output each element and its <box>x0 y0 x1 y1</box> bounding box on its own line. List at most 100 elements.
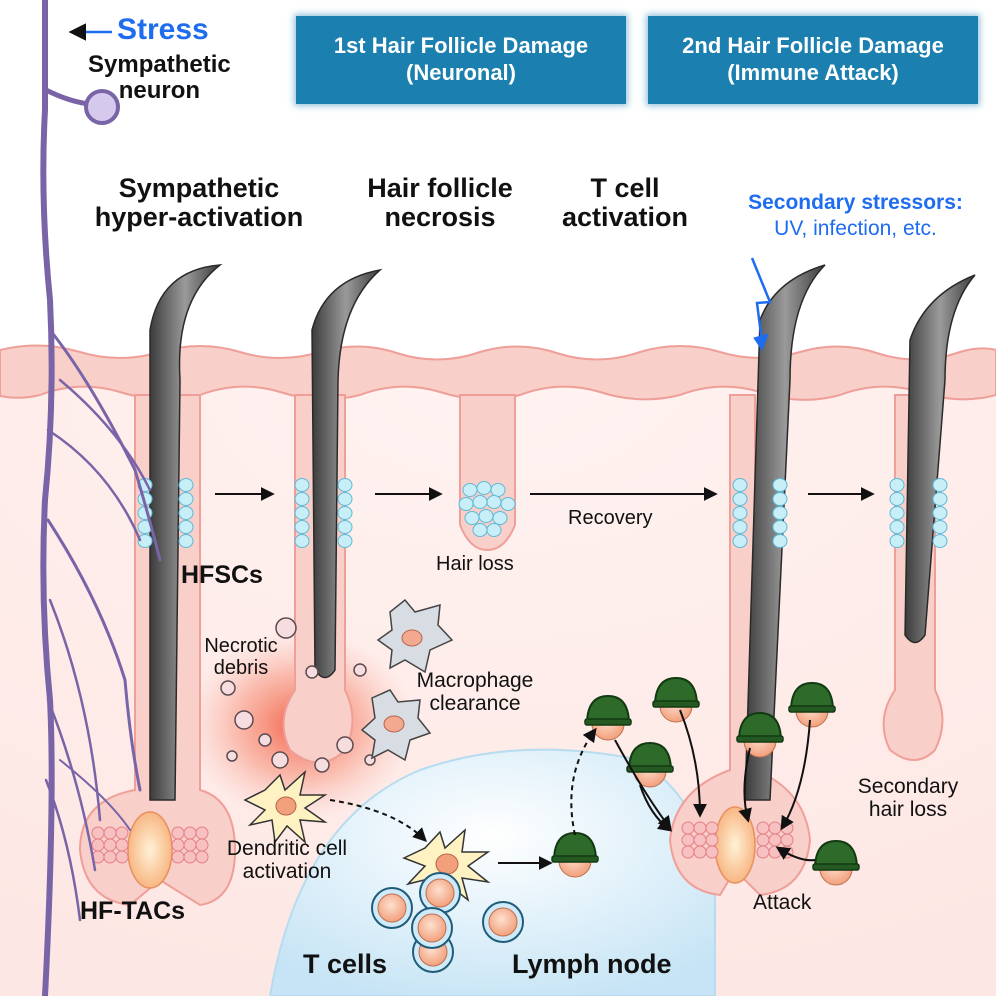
stage-necrosis-label: Hair follicle necrosis <box>340 173 540 233</box>
macrophage-1 <box>376 598 454 674</box>
t-cell <box>371 887 413 929</box>
tac-cell <box>681 833 695 847</box>
stem-cell <box>889 534 905 548</box>
tac-cell <box>103 838 117 852</box>
stem-cell <box>476 481 492 495</box>
stem-cell <box>337 506 353 520</box>
tac-cell <box>183 850 197 864</box>
stem-cell <box>772 534 788 548</box>
dendritic-label: Dendritic cell activation <box>212 837 362 883</box>
tac-cell <box>115 838 129 852</box>
hair-follicle-1 <box>78 264 237 907</box>
debris-particle <box>271 751 289 769</box>
t-cell <box>419 872 461 914</box>
dermal-papilla-4 <box>714 806 756 884</box>
debris-particle <box>275 617 297 639</box>
macrophage-label: Macrophage clearance <box>400 669 550 715</box>
debris-particle <box>336 736 354 754</box>
necrotic-debris-line1: Necrotic <box>204 635 278 657</box>
stem-cell <box>932 478 948 492</box>
stem-cell <box>732 534 748 548</box>
stem-cell <box>889 478 905 492</box>
neuron-cell-body <box>84 89 120 125</box>
stem-cell <box>772 478 788 492</box>
stem-cell <box>178 520 194 534</box>
lymph-node-label: Lymph node <box>512 949 672 979</box>
tac-cell <box>768 833 782 847</box>
stage-necrosis-line2: necrosis <box>384 202 496 233</box>
tac-cell <box>103 826 117 840</box>
stem-cell <box>137 534 153 548</box>
stem-cell <box>772 520 788 534</box>
tac-cell <box>756 833 770 847</box>
stem-cell <box>294 506 310 520</box>
helmet-t-cell <box>812 839 860 886</box>
recovery-label: Recovery <box>568 507 653 529</box>
stage-tcell-label: T cell activation <box>545 173 705 232</box>
banner-first-subtitle: (Neuronal) <box>406 60 516 85</box>
hf-tacs-label: HF-TACs <box>80 897 186 925</box>
debris-particle <box>220 680 236 696</box>
tac-cell <box>693 821 707 835</box>
stem-cell <box>462 483 478 497</box>
stem-cell <box>732 506 748 520</box>
stem-cell <box>889 492 905 506</box>
tac-cell <box>183 838 197 852</box>
stem-cell <box>932 506 948 520</box>
debris-particle <box>353 663 367 677</box>
dendritic-cell-2 <box>402 828 491 903</box>
t-cells-label: T cells <box>303 949 388 979</box>
stem-cell <box>458 497 474 511</box>
stem-cell <box>337 492 353 506</box>
banner-second-subtitle: (Immune Attack) <box>727 60 899 85</box>
tac-cell <box>768 821 782 835</box>
stem-cell <box>500 497 516 511</box>
sympathetic-neuron-line1: Sympathetic <box>88 51 231 78</box>
debris-particle <box>314 757 330 773</box>
stem-cell <box>294 478 310 492</box>
tac-cell <box>195 826 209 840</box>
tac-cell <box>171 838 185 852</box>
helmet-t-cell <box>652 676 700 723</box>
stem-cell <box>732 478 748 492</box>
stem-cell <box>294 534 310 548</box>
tac-cell <box>693 833 707 847</box>
stem-cell <box>932 492 948 506</box>
stage-necrosis-line1: Hair follicle <box>367 173 513 203</box>
stem-cell <box>294 520 310 534</box>
banner-second-damage: 2nd Hair Follicle Damage (Immune Attack) <box>648 16 978 104</box>
stem-cell <box>772 506 788 520</box>
stem-cell <box>486 523 502 537</box>
tac-cell <box>171 826 185 840</box>
tac-cell <box>103 850 117 864</box>
secondary-hair-loss-line1: Secondary <box>857 775 959 798</box>
hair-loss-label: Hair loss <box>436 553 514 575</box>
stem-cell <box>932 534 948 548</box>
banner-first-damage: 1st Hair Follicle Damage (Neuronal) <box>296 16 626 104</box>
tac-cell <box>705 845 719 859</box>
tac-cell <box>705 821 719 835</box>
helmet-t-cell <box>788 681 836 728</box>
tac-cell <box>115 850 129 864</box>
macrophage-2 <box>360 689 432 762</box>
process-arrows <box>215 487 875 870</box>
stem-cell <box>472 495 488 509</box>
debris-particle <box>226 750 238 762</box>
secondary-stressors-text: UV, infection, etc. <box>774 217 937 240</box>
stem-cell <box>486 495 502 509</box>
necrotic-debris-label: Necrotic debris <box>196 635 286 679</box>
tac-cell <box>756 821 770 835</box>
sympathetic-neuron <box>40 0 162 996</box>
stem-cell <box>478 509 494 523</box>
sympathetic-neuron-line2: neuron <box>118 76 201 104</box>
tac-cell <box>183 826 197 840</box>
lightning-bolt-icon <box>750 257 772 343</box>
stem-cell <box>772 492 788 506</box>
tac-cell <box>171 850 185 864</box>
stem-cell <box>732 520 748 534</box>
t-cells <box>371 872 524 973</box>
helmet-t-cell <box>736 711 784 758</box>
dendritic-line1: Dendritic cell <box>226 837 348 860</box>
tac-cell <box>195 850 209 864</box>
tac-cell <box>91 826 105 840</box>
